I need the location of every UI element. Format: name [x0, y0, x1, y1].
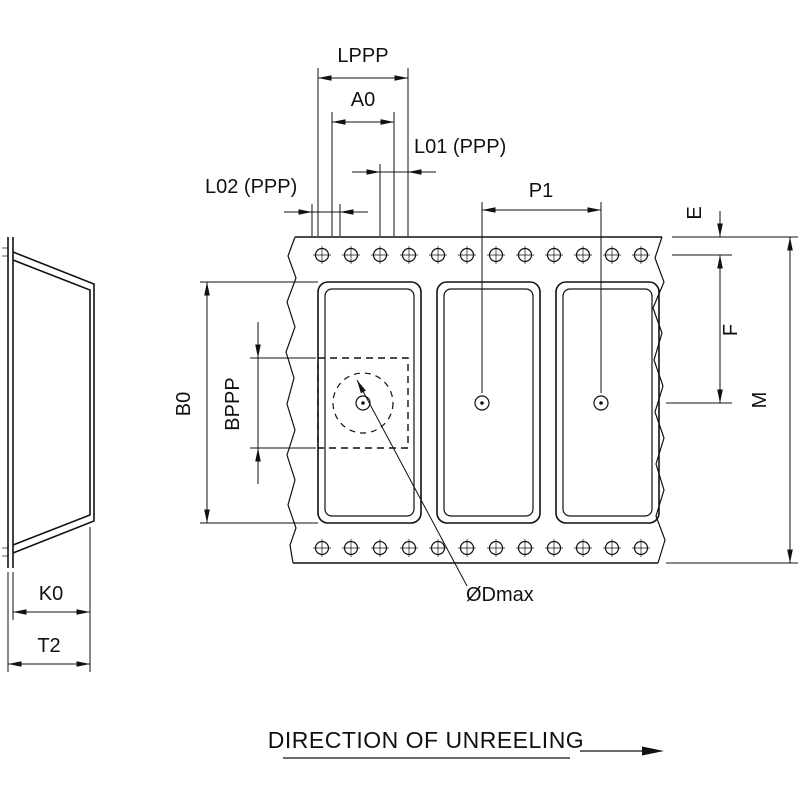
- sprocket-hole: [602, 538, 622, 558]
- sprocket-hole: [428, 245, 448, 265]
- dimension-lppp: LPPP: [317, 45, 409, 236]
- t2-label: T2: [37, 635, 60, 657]
- carrier-tape: [285, 236, 666, 564]
- sprocket-hole: [457, 245, 477, 265]
- sprocket-hole: [515, 538, 535, 558]
- dimension-e: E: [672, 206, 798, 256]
- sprocket-hole: [370, 538, 390, 558]
- sprocket-hole: [573, 538, 593, 558]
- sprocket-hole: [399, 245, 419, 265]
- pocket-outer-wall: [12, 251, 95, 554]
- dimension-t2: T2: [7, 572, 90, 672]
- sprocket-hole: [544, 245, 564, 265]
- sprocket-hole: [399, 538, 419, 558]
- direction-arrow-head: [642, 746, 664, 756]
- m-label: M: [749, 392, 771, 409]
- dmax-label: ØDmax: [466, 584, 534, 606]
- bppp-label: BPPP: [222, 377, 244, 430]
- sprocket-hole: [515, 245, 535, 265]
- dimension-m: M: [666, 237, 798, 564]
- sprocket-hole: [341, 538, 361, 558]
- pocket-center-hole-2: [474, 395, 490, 411]
- sprocket-hole: [486, 245, 506, 265]
- sprocket-hole: [631, 245, 651, 265]
- footer: DIRECTION OF UNREELING: [268, 727, 664, 759]
- dimension-f: F: [666, 255, 742, 404]
- dimension-p1: P1: [481, 180, 602, 393]
- dimension-bppp: BPPP: [222, 322, 316, 484]
- pocket-center-hole-3: [593, 395, 609, 411]
- dimension-b0: B0: [173, 281, 318, 524]
- l01-label: L01 (PPP): [414, 136, 506, 158]
- sprocket-hole: [312, 245, 332, 265]
- sprocket-hole: [602, 245, 622, 265]
- dimension-l02: L02 (PPP): [205, 176, 368, 236]
- torn-edge-left: [285, 236, 297, 564]
- sprocket-hole: [486, 538, 506, 558]
- sprocket-hole: [341, 245, 361, 265]
- p1-label: P1: [529, 180, 553, 202]
- k0-label: K0: [39, 583, 63, 605]
- sprocket-hole: [457, 538, 477, 558]
- l02-label: L02 (PPP): [205, 176, 297, 198]
- sprocket-hole: [370, 245, 390, 265]
- sprocket-hole: [631, 538, 651, 558]
- lppp-label: LPPP: [337, 45, 388, 67]
- sprocket-hole: [312, 538, 332, 558]
- dmax-callout: ØDmax: [356, 379, 534, 606]
- e-label: E: [684, 206, 706, 219]
- direction-label: DIRECTION OF UNREELING: [268, 727, 584, 753]
- f-label: F: [720, 324, 742, 336]
- a0-label: A0: [351, 89, 375, 111]
- component-footprint-dashed: [317, 357, 409, 449]
- dimension-a0: A0: [331, 89, 395, 236]
- dimension-k0: K0: [12, 527, 91, 672]
- pocket-center-hole-1: [355, 395, 371, 411]
- leader-line: [356, 379, 468, 587]
- dimension-l01: L01 (PPP): [352, 136, 506, 236]
- side-view: [2, 237, 95, 568]
- b0-label: B0: [173, 392, 195, 416]
- sprocket-hole: [428, 538, 448, 558]
- sprocket-hole: [544, 538, 564, 558]
- sprocket-row-bottom: [312, 538, 651, 558]
- pocket-inner-wall: [12, 259, 91, 546]
- dmax-dashed-circle: [332, 372, 394, 434]
- sprocket-hole: [573, 245, 593, 265]
